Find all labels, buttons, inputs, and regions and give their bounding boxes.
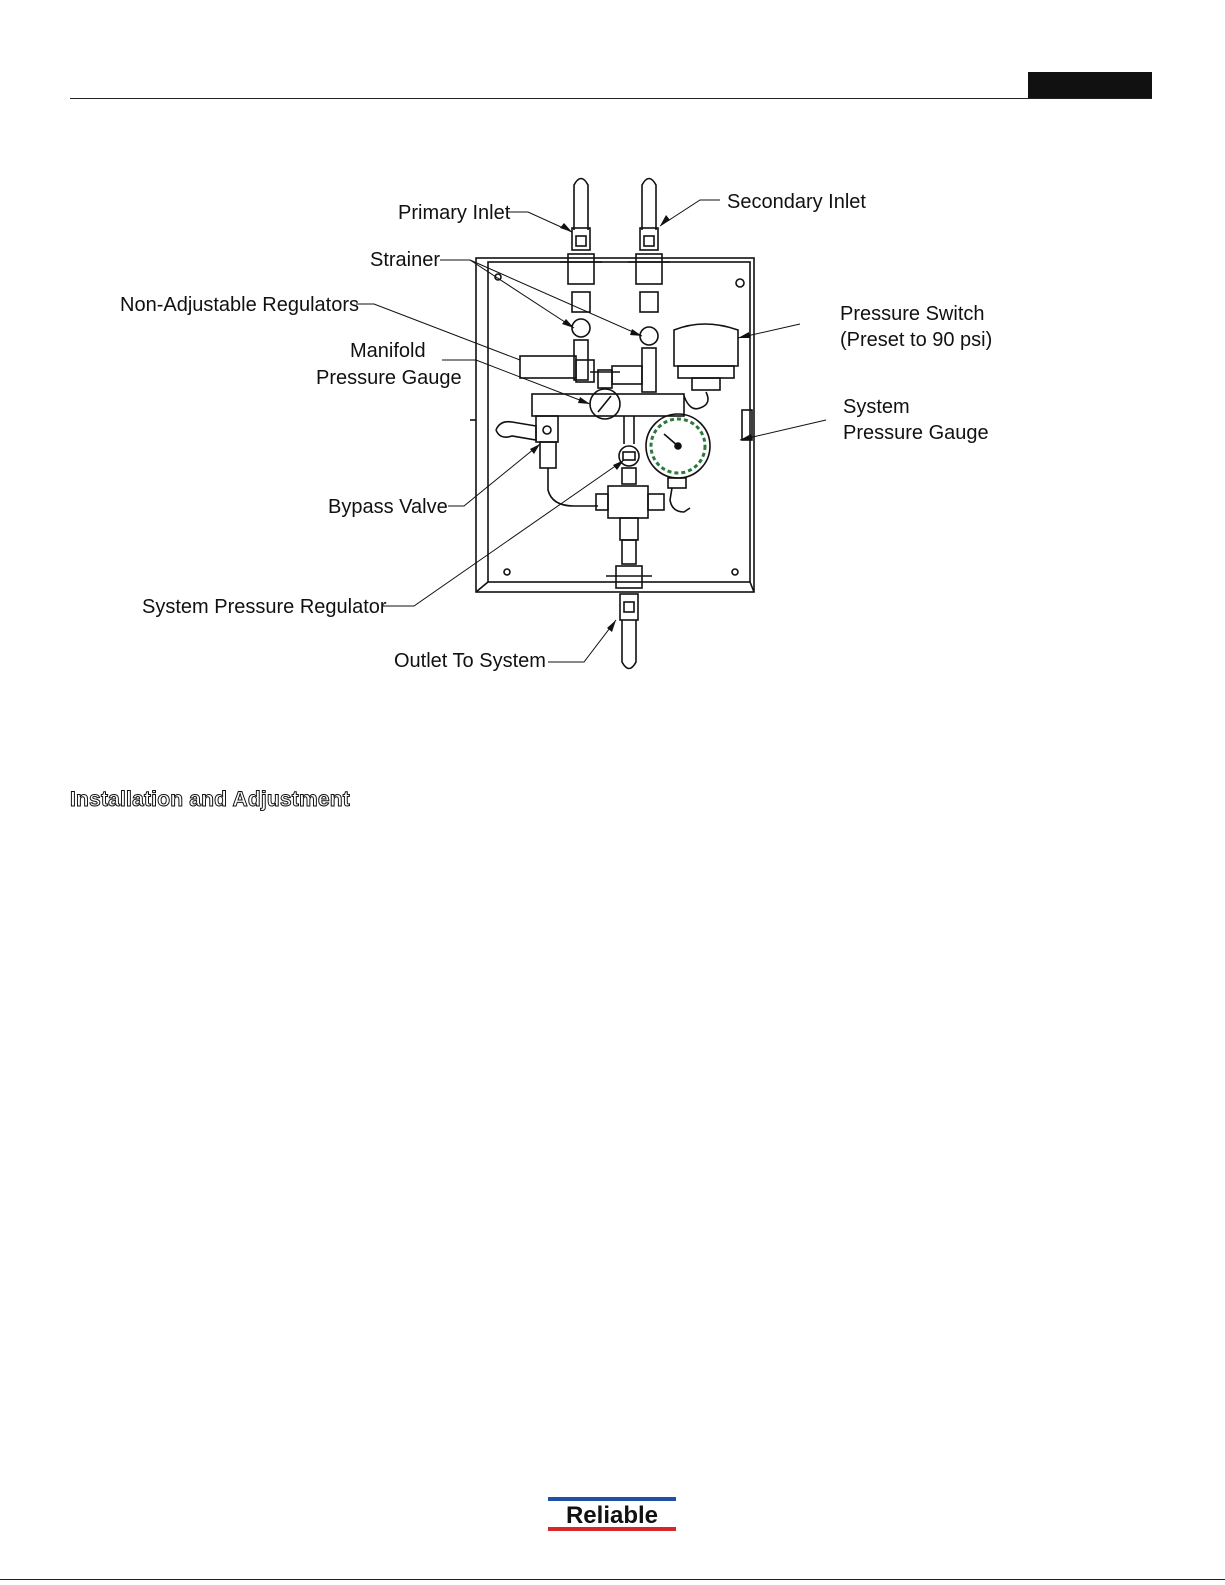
label-manifold-pressure-gauge-line1: Manifold: [350, 340, 426, 362]
label-system-pressure-regulator: System Pressure Regulator: [142, 596, 387, 618]
air-maintenance-device-diagram: Primary Inlet Secondary Inlet Strainer N…: [0, 0, 1225, 700]
label-system-pressure-gauge-line2: Pressure Gauge: [843, 422, 989, 444]
label-system-pressure-gauge-line1: System: [843, 396, 910, 418]
cabinet-inner: [488, 262, 750, 582]
footer-rule: [0, 1579, 1225, 1580]
label-non-adjustable-regulators: Non-Adjustable Regulators: [120, 294, 359, 316]
label-bypass-valve: Bypass Valve: [328, 496, 448, 518]
section-heading: Installation and Adjustment: [70, 788, 350, 812]
logo-text: Reliable: [566, 1502, 658, 1529]
regulator-right: [612, 366, 642, 384]
leader-arrowheads: [530, 215, 752, 632]
label-primary-inlet: Primary Inlet: [398, 202, 511, 224]
system-pressure-regulator: [596, 416, 664, 564]
label-pressure-switch-line2: (Preset to 90 psi): [840, 329, 992, 351]
label-outlet-to-system: Outlet To System: [394, 650, 546, 672]
logo-top-stripe: [548, 1497, 676, 1501]
label-secondary-inlet: Secondary Inlet: [727, 191, 866, 213]
manifold: [532, 394, 684, 416]
reliable-logo: Reliable: [548, 1497, 676, 1531]
equipment-drawing: [470, 179, 754, 669]
primary-inlet-pipe: [560, 179, 602, 381]
label-pressure-switch-line1: Pressure Switch: [840, 303, 985, 325]
label-strainer: Strainer: [370, 249, 440, 271]
label-manifold-pressure-gauge-line2: Pressure Gauge: [316, 367, 462, 389]
regulator-left: [520, 356, 576, 378]
bypass-valve: [496, 416, 598, 506]
cabinet-outline: [476, 258, 754, 592]
secondary-inlet-pipe: [628, 179, 670, 393]
system-pressure-gauge: [646, 414, 710, 512]
